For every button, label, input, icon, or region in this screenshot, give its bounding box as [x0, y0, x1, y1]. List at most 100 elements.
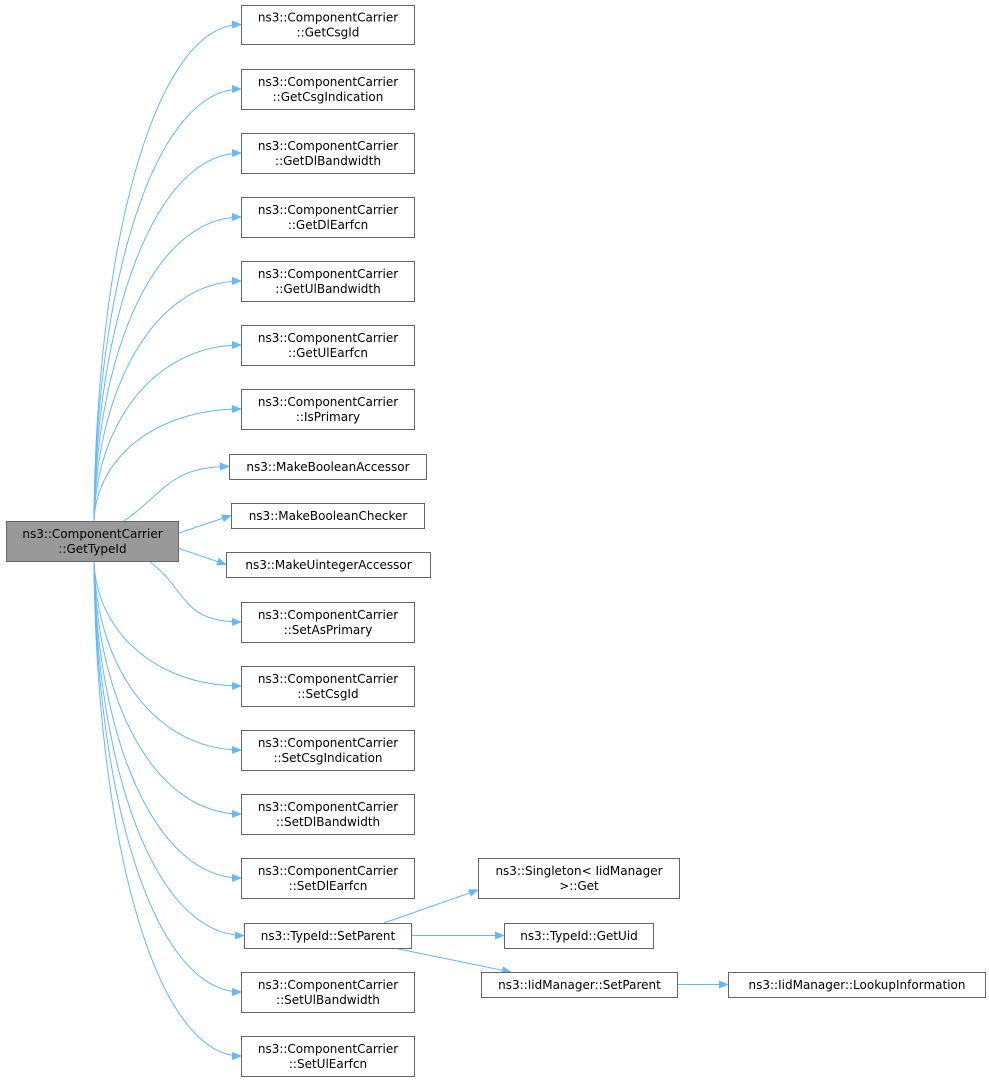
node-singleton-get[interactable]: ns3::Singleton< IidManager>::Get — [478, 858, 680, 899]
node-label-line: ns3::ComponentCarrier — [258, 1042, 398, 1056]
node-setdlearfcn[interactable]: ns3::ComponentCarrier::SetDlEarfcn — [241, 858, 415, 899]
node-label-line: ns3::ComponentCarrier — [258, 75, 398, 89]
node-setcsgid[interactable]: ns3::ComponentCarrier::SetCsgId — [241, 666, 415, 707]
node-box — [728, 972, 986, 998]
node-box — [241, 5, 415, 45]
node-label-line: ns3::TypeId::SetParent — [261, 929, 396, 943]
node-label-line: ::IsPrimary — [296, 410, 360, 424]
node-label-line: ns3::ComponentCarrier — [258, 864, 398, 878]
node-label-line: ::GetTypeId — [58, 542, 126, 556]
node-getulbandwidth[interactable]: ns3::ComponentCarrier::GetUlBandwidth — [241, 261, 415, 302]
edge-root-to-setdlearfcn — [93, 560, 242, 882]
node-label-line: ns3::ComponentCarrier — [22, 527, 162, 541]
edge-root-to-setcsgid — [93, 560, 242, 690]
node-box — [241, 325, 415, 366]
node-box — [241, 666, 415, 707]
node-label-line: ::SetUlBandwidth — [276, 993, 380, 1007]
node-label-line: ns3::ComponentCarrier — [258, 395, 398, 409]
node-box — [241, 858, 415, 899]
node-box — [244, 923, 412, 949]
node-label-line: ::GetUlBandwidth — [275, 282, 380, 296]
edge-root-to-getulbandwidth — [93, 277, 242, 522]
node-label-line: ns3::Singleton< IidManager — [495, 864, 662, 878]
node-label-line: ns3::ComponentCarrier — [258, 978, 398, 992]
node-label-line: ns3::ComponentCarrier — [258, 608, 398, 622]
node-box — [504, 923, 654, 949]
node-getulearfcn[interactable]: ns3::ComponentCarrier::GetUlEarfcn — [241, 325, 415, 366]
node-typeid-getuid[interactable]: ns3::TypeId::GetUid — [504, 923, 654, 949]
edge-root-to-setdlbandwidth — [93, 560, 242, 818]
node-box — [478, 858, 680, 899]
edge-root-to-typeid-setparent — [93, 560, 245, 940]
node-label-line: ns3::IidManager::LookupInformation — [749, 978, 966, 992]
edge-root-to-getcsgid — [93, 20, 242, 522]
node-label-line: ns3::IidManager::SetParent — [498, 978, 661, 992]
edge-root-to-makebooleanchecker — [177, 514, 232, 534]
edge-root-to-getdlbandwidth — [93, 149, 242, 522]
node-box — [226, 552, 431, 578]
node-box — [481, 972, 678, 998]
node-getcsgid[interactable]: ns3::ComponentCarrier::GetCsgId — [241, 5, 415, 45]
node-label-line: >::Get — [559, 879, 599, 893]
node-iidmanager-setparent[interactable]: ns3::IidManager::SetParent — [481, 972, 678, 998]
edge-typeid-setparent-to-iidmanager-setparent — [393, 947, 512, 975]
node-label-line: ns3::ComponentCarrier — [258, 267, 398, 281]
node-isprimary[interactable]: ns3::ComponentCarrier::IsPrimary — [241, 389, 415, 430]
nodes-layer: ns3::ComponentCarrier::GetTypeIdns3::Com… — [6, 5, 986, 1077]
node-box — [231, 503, 425, 529]
node-typeid-setparent[interactable]: ns3::TypeId::SetParent — [244, 923, 412, 949]
node-box — [241, 1036, 415, 1077]
node-makebooleanchecker[interactable]: ns3::MakeBooleanChecker — [231, 503, 425, 529]
node-label-line: ns3::ComponentCarrier — [258, 736, 398, 750]
node-label-line: ns3::TypeId::GetUid — [520, 929, 638, 943]
edge-root-to-setulearfcn — [93, 560, 242, 1060]
edge-root-to-getulearfcn — [93, 341, 242, 522]
node-label-line: ::GetUlEarfcn — [288, 346, 368, 360]
edge-root-to-makeuintegeraccessor — [177, 547, 227, 566]
node-box — [241, 389, 415, 430]
node-setcsgindication[interactable]: ns3::ComponentCarrier::SetCsgIndication — [241, 730, 415, 771]
node-setulearfcn[interactable]: ns3::ComponentCarrier::SetUlEarfcn — [241, 1036, 415, 1077]
edge-root-to-getdlearfcn — [93, 213, 242, 522]
node-label-line: ns3::ComponentCarrier — [258, 331, 398, 345]
node-label-line: ::GetCsgId — [297, 26, 360, 40]
node-root[interactable]: ns3::ComponentCarrier::GetTypeId — [6, 521, 179, 562]
node-makebooleanaccessor[interactable]: ns3::MakeBooleanAccessor — [229, 454, 427, 480]
edge-typeid-setparent-to-singleton-get — [383, 889, 479, 924]
node-box — [241, 133, 415, 174]
node-box — [241, 794, 415, 835]
edge-root-to-setulbandwidth — [93, 560, 242, 996]
node-label-line: ns3::ComponentCarrier — [258, 672, 398, 686]
node-getdlearfcn[interactable]: ns3::ComponentCarrier::GetDlEarfcn — [241, 197, 415, 238]
node-label-line: ns3::ComponentCarrier — [258, 11, 398, 25]
edge-root-to-getcsgindication — [93, 85, 242, 522]
edges-layer — [93, 20, 729, 1060]
node-setdlbandwidth[interactable]: ns3::ComponentCarrier::SetDlBandwidth — [241, 794, 415, 835]
edge-root-to-isprimary — [93, 405, 242, 522]
node-label-line: ns3::ComponentCarrier — [258, 139, 398, 153]
edge-root-to-setasprimary — [148, 560, 242, 626]
node-label-line: ::SetCsgId — [297, 687, 358, 701]
node-box — [241, 261, 415, 302]
node-label-line: ::GetDlEarfcn — [288, 218, 368, 232]
node-iidmanager-lookupinformation[interactable]: ns3::IidManager::LookupInformation — [728, 972, 986, 998]
node-label-line: ::GetDlBandwidth — [275, 154, 381, 168]
node-getcsgindication[interactable]: ns3::ComponentCarrier::GetCsgIndication — [241, 69, 415, 110]
node-label-line: ns3::ComponentCarrier — [258, 800, 398, 814]
node-setulbandwidth[interactable]: ns3::ComponentCarrier::SetUlBandwidth — [241, 972, 415, 1013]
node-getdlbandwidth[interactable]: ns3::ComponentCarrier::GetDlBandwidth — [241, 133, 415, 174]
node-label-line: ns3::MakeUintegerAccessor — [245, 558, 411, 572]
node-box — [241, 972, 415, 1013]
node-label-line: ::SetAsPrimary — [284, 623, 373, 637]
node-box — [241, 602, 415, 643]
node-makeuintegeraccessor[interactable]: ns3::MakeUintegerAccessor — [226, 552, 431, 578]
node-label-line: ::SetDlBandwidth — [276, 815, 380, 829]
node-box — [229, 454, 427, 480]
node-box — [6, 521, 179, 562]
node-label-line: ::SetCsgIndication — [273, 751, 382, 765]
node-box — [241, 197, 415, 238]
node-label-line: ::SetDlEarfcn — [289, 879, 368, 893]
node-label-line: ::GetCsgIndication — [273, 90, 384, 104]
node-setasprimary[interactable]: ns3::ComponentCarrier::SetAsPrimary — [241, 602, 415, 643]
